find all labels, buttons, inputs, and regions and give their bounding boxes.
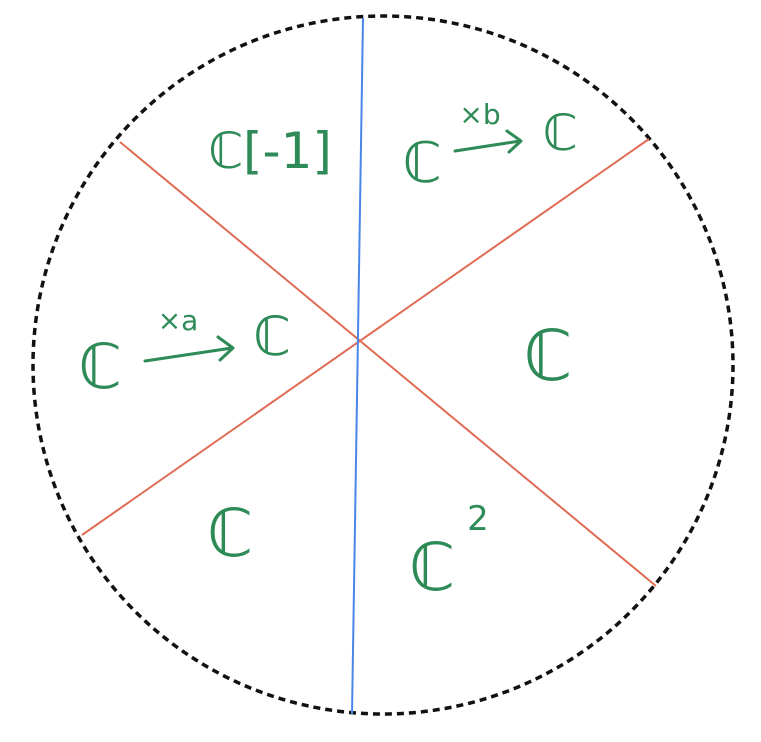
region-top-right: ℂ ×b ℂ [402, 98, 577, 196]
arrow-label: ×b [459, 98, 500, 131]
region-label: ℂ [402, 131, 441, 196]
region-right: ℂ [524, 315, 573, 397]
blue-wall-line [351, 17, 364, 715]
arrow-icon [453, 129, 523, 154]
region-bottom-right: ℂ 2 [409, 499, 489, 606]
red-wall-line-2 [81, 138, 650, 536]
arrow-target-label: ℂ [543, 104, 578, 162]
arrow-label: ×a [158, 304, 199, 337]
arrow-target-label: ℂ [253, 305, 291, 368]
region-label: ℂ[-1] [208, 122, 332, 180]
region-label: ℂ [524, 315, 573, 397]
region-label: ℂ [207, 495, 253, 572]
region-label: ℂ [78, 330, 121, 403]
arrow-icon [143, 335, 235, 363]
superscript-label: 2 [467, 499, 489, 539]
red-wall-line-1 [119, 141, 657, 587]
region-label: ℂ [409, 529, 455, 606]
outer-dashed-circle [31, 14, 735, 716]
region-left: ℂ ×a ℂ [78, 304, 291, 403]
region-top-left: ℂ[-1] [208, 122, 332, 180]
region-bottom-left: ℂ [207, 495, 253, 572]
